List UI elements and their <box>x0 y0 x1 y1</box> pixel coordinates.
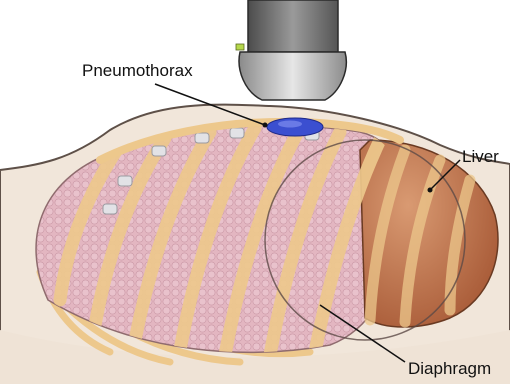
label-diaphragm: Diaphragm <box>408 359 491 378</box>
label-pneumothorax: Pneumothorax <box>82 61 193 80</box>
label-liver: Liver <box>462 147 499 166</box>
ultrasound-probe <box>236 0 346 100</box>
